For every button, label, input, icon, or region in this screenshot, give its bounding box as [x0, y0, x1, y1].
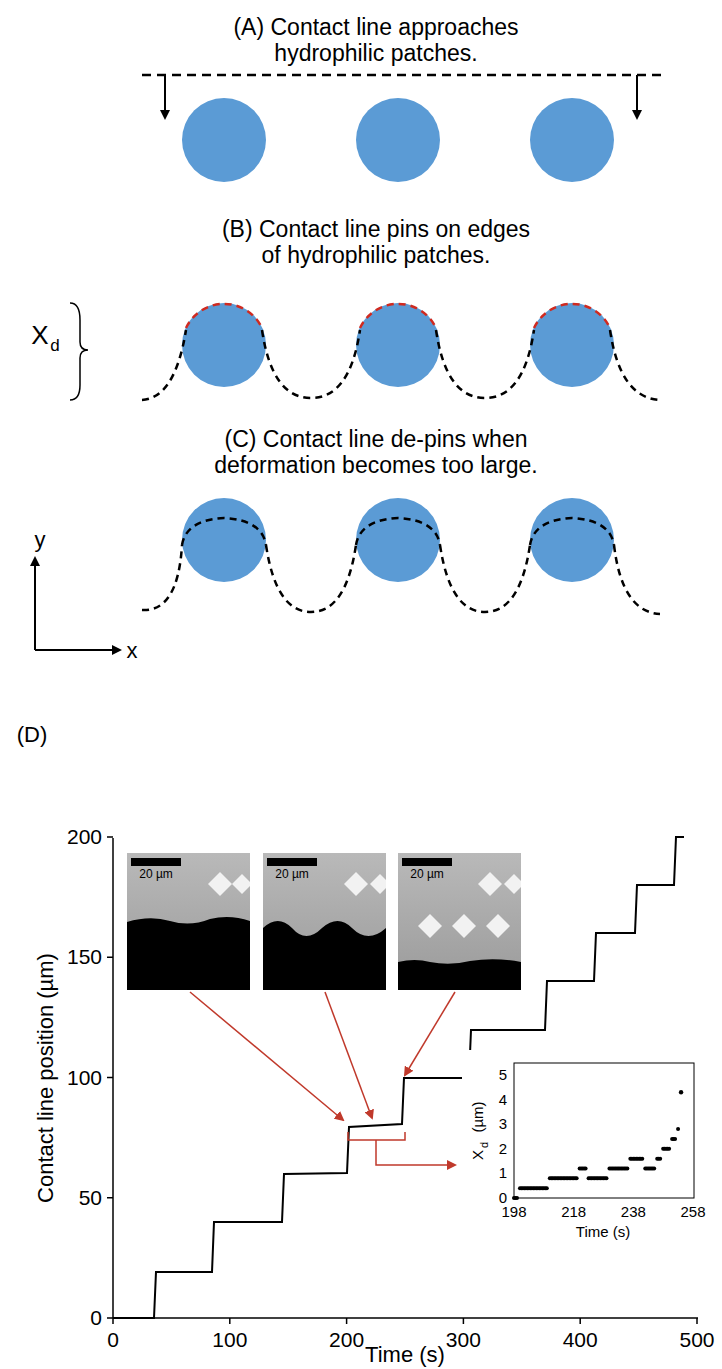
axis-name: y — [35, 527, 46, 552]
tick-label: 200 — [329, 1328, 364, 1352]
tick-label: 50 — [79, 1186, 102, 1210]
dimension-subscript: d — [50, 336, 59, 356]
tick-label: 198 — [501, 1203, 526, 1220]
panel-title: (A) Contact line approaches hydrophilic … — [221, 14, 531, 67]
tick-label: 4 — [499, 1091, 507, 1108]
panel-b — [70, 303, 660, 400]
axis-title: (µm) — [469, 1101, 486, 1132]
panel-title: (C) Contact line de-pins when deformatio… — [211, 426, 541, 479]
tick-label: 100 — [212, 1328, 247, 1352]
tick-label: 238 — [621, 1203, 646, 1220]
axis-title: Time (s) — [576, 1223, 630, 1240]
tick-label: 0 — [107, 1328, 119, 1352]
tick-label: 218 — [561, 1203, 586, 1220]
panel-letter: (D) — [17, 722, 48, 747]
tick-label: 200 — [67, 825, 102, 849]
scale-bar-label: 20 µm — [139, 868, 173, 882]
axis-title: Time (s) — [365, 1342, 445, 1367]
panel-title: (B) Contact line pins on edges of hydrop… — [211, 216, 541, 269]
axis-title: d — [478, 1142, 491, 1148]
scale-bar-label: 20 µm — [275, 868, 309, 882]
tick-label: 3 — [499, 1116, 507, 1133]
tick-label: 400 — [563, 1328, 598, 1352]
panel-c — [35, 498, 660, 650]
tick-label: 0 — [90, 1306, 102, 1330]
callout-arrows — [190, 992, 455, 1165]
tick-label: 300 — [446, 1328, 481, 1352]
inset-chart — [462, 1050, 712, 1264]
axis-title: X — [469, 1150, 486, 1160]
tick-label: 2 — [499, 1140, 507, 1157]
tick-label: 258 — [680, 1203, 705, 1220]
tick-label: 1 — [499, 1165, 507, 1182]
tick-label: 5 — [499, 1066, 507, 1083]
tick-label: 100 — [67, 1065, 102, 1089]
panel-a — [142, 75, 663, 182]
micrographs — [127, 853, 521, 990]
axis-name: x — [127, 638, 138, 663]
scale-bar-label: 20 µm — [410, 868, 444, 882]
tick-label: 500 — [679, 1328, 714, 1352]
tick-label: 150 — [67, 945, 102, 969]
axis-title: Contact line position (µm) — [33, 953, 58, 1203]
dimension-symbol: X — [31, 321, 48, 351]
